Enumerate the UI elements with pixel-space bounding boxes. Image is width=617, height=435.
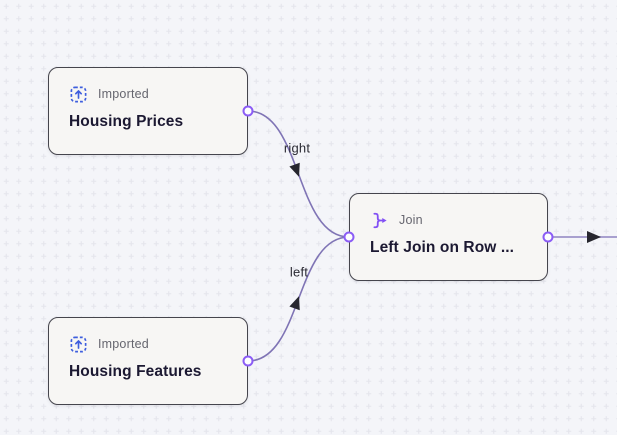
port-housing-features-output[interactable] [242,355,254,367]
node-type-label: Join [399,213,423,227]
edge-join-output[interactable] [548,231,617,243]
node-title: Housing Prices [69,113,184,130]
node-header: Imported [69,334,227,354]
edge-features-to-join[interactable] [247,236,350,362]
node-title: Left Join on Row ... [370,239,515,256]
edge-prices-to-join[interactable] [247,110,350,238]
join-icon [370,211,389,230]
port-housing-prices-output[interactable] [242,105,254,117]
node-left-join[interactable]: Join Left Join on Row ... [349,193,548,281]
edge-arrow-icon [289,162,300,177]
import-icon [69,335,88,354]
port-left-join-output[interactable] [542,231,554,243]
edge-arrow-icon [587,231,601,243]
node-title: Housing Features [69,363,202,380]
node-housing-prices[interactable]: Imported Housing Prices [48,67,248,155]
node-header: Imported [69,84,227,104]
port-left-join-input[interactable] [343,231,355,243]
import-icon [69,85,88,104]
node-type-label: Imported [98,337,149,351]
node-header: Join [370,210,527,230]
node-housing-features[interactable]: Imported Housing Features [48,317,248,405]
node-type-label: Imported [98,87,149,101]
edge-arrow-icon [289,296,300,311]
